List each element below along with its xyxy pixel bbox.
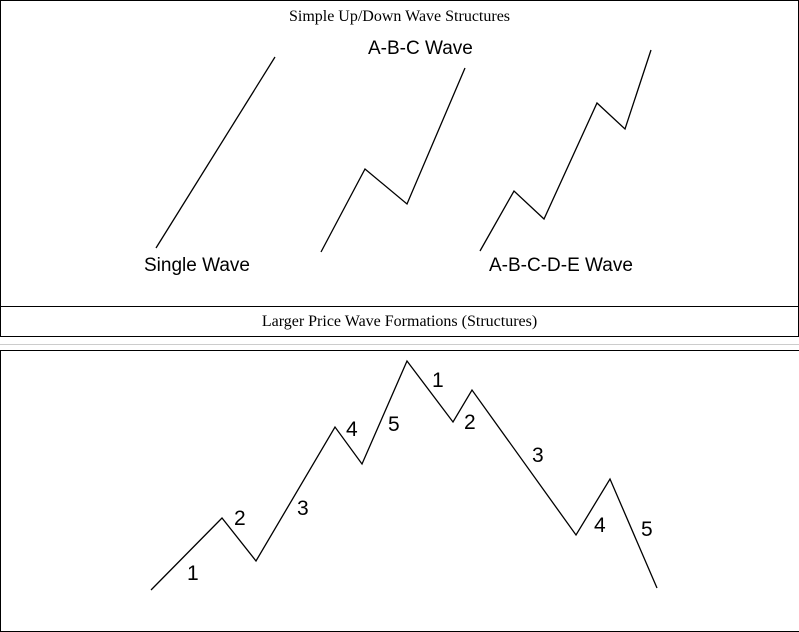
up-wave-2: 2 [234, 507, 246, 530]
abcde-wave-line [479, 49, 652, 252]
up-wave-4: 4 [346, 418, 358, 441]
up-wave-5: 5 [388, 413, 400, 436]
large-wave-line [150, 359, 658, 591]
bottom-panel-title: Larger Price Wave Formations (Structures… [261, 313, 538, 330]
single-wave-label: Single Wave [144, 255, 250, 276]
down-wave-1: 1 [432, 369, 444, 392]
down-wave-3: 3 [532, 444, 544, 467]
down-wave-4: 4 [594, 514, 606, 537]
down-wave-2: 2 [464, 411, 476, 434]
down-wave-5: 5 [641, 518, 653, 541]
abc-wave-label: A-B-C Wave [368, 38, 473, 59]
top-panel-title: Simple Up/Down Wave Structures [288, 8, 511, 25]
abcde-wave-label: A-B-C-D-E Wave [489, 255, 633, 276]
abc-wave-line [320, 67, 466, 253]
up-wave-1: 1 [187, 562, 199, 585]
divider [0, 306, 799, 307]
up-wave-3: 3 [297, 497, 309, 520]
separator [0, 344, 799, 345]
single-wave-line [155, 56, 276, 249]
